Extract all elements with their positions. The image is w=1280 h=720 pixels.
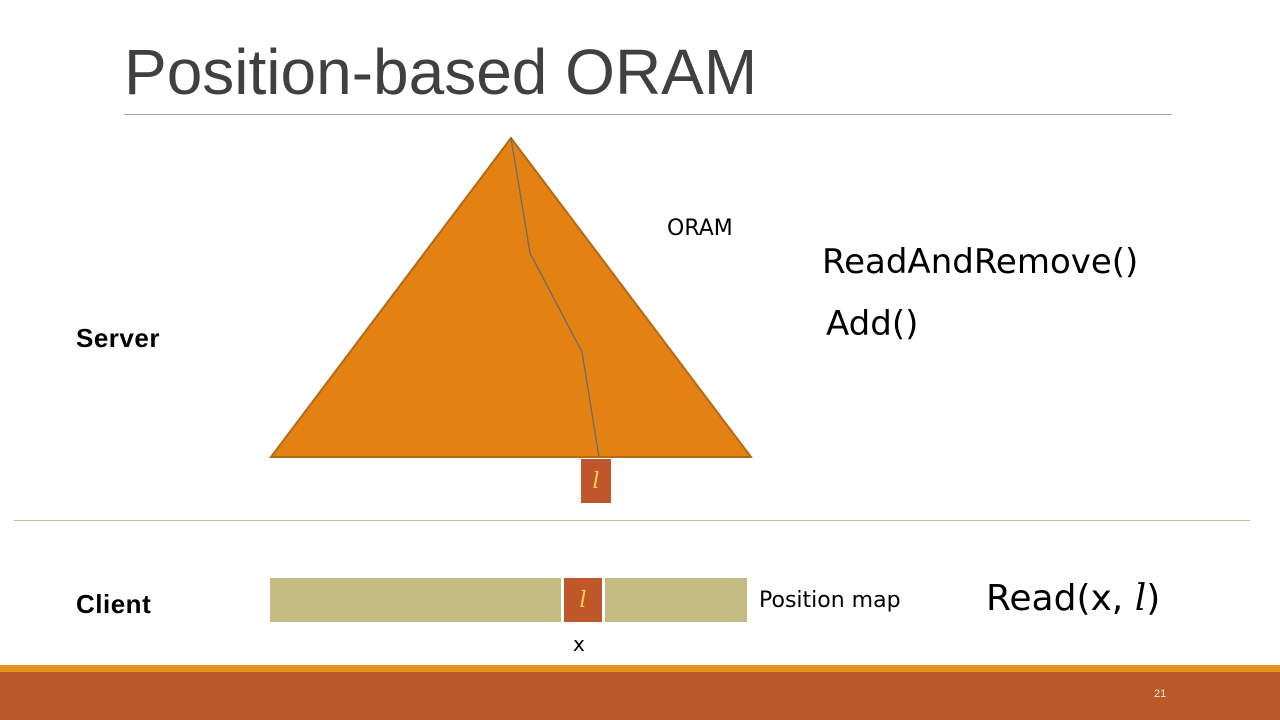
leaf-label: l xyxy=(592,468,600,494)
read-op: Read(x, l) xyxy=(986,578,1160,619)
footer-accent-line xyxy=(0,665,1280,672)
position-map-index: x xyxy=(573,632,585,656)
read-and-remove-op: ReadAndRemove() xyxy=(822,242,1139,282)
oram-tree-triangle xyxy=(268,136,754,458)
read-op-prefix: Read(x, xyxy=(986,578,1135,619)
oram-label: ORAM xyxy=(667,216,733,241)
server-client-divider xyxy=(14,520,1250,521)
read-op-var: l xyxy=(1134,578,1147,619)
page-number: 21 xyxy=(1154,688,1167,700)
client-label: Client xyxy=(76,589,152,619)
title-underline xyxy=(124,114,1172,115)
position-map-bar xyxy=(270,578,747,622)
server-label: Server xyxy=(76,323,160,353)
read-op-suffix: ) xyxy=(1146,578,1161,619)
position-map-cell: l xyxy=(561,578,605,622)
tree-path-line xyxy=(510,137,600,458)
slide-title: Position-based ORAM xyxy=(124,36,758,108)
position-map-cell-label: l xyxy=(579,587,587,613)
footer-bar xyxy=(0,672,1280,720)
leaf-node: l xyxy=(580,458,612,504)
add-op: Add() xyxy=(826,304,919,344)
position-map-label: Position map xyxy=(759,588,901,613)
